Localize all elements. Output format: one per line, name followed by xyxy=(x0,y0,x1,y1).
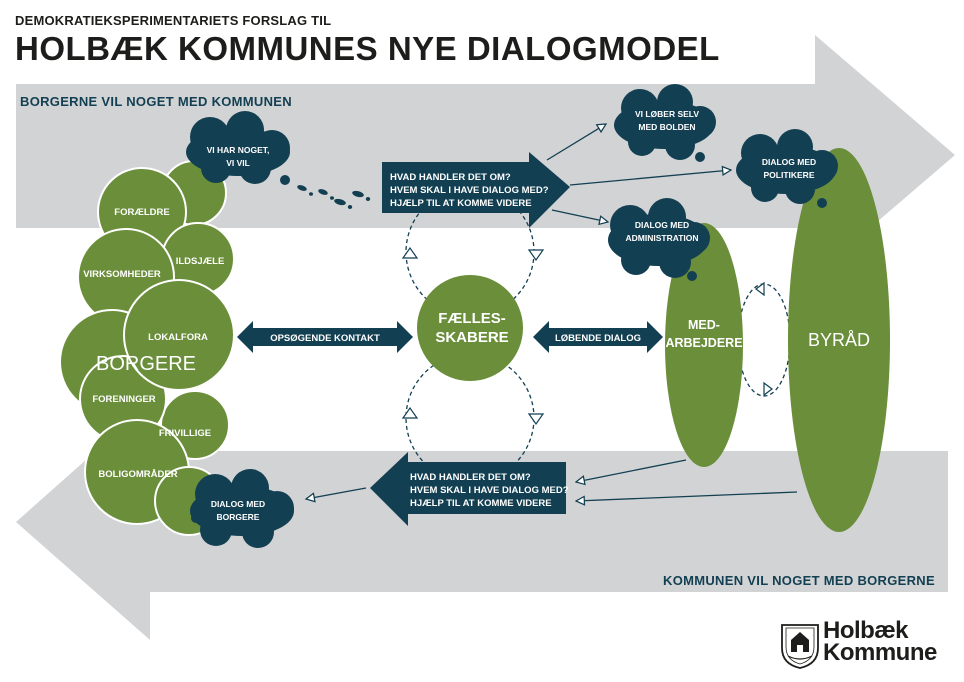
dashed-cycle-right xyxy=(737,283,791,397)
holbaek-crest-icon xyxy=(781,624,819,669)
cloud-vi-har-noget-line1: VI HAR NOGET, xyxy=(207,145,270,155)
questions-bottom-arrow xyxy=(370,452,566,526)
cloud-vi-loeber-line1: VI LØBER SELV xyxy=(635,109,699,119)
cloud-administration-line1: DIALOG MED xyxy=(635,220,689,230)
cloud-borgere-line2: BORGERE xyxy=(217,512,260,522)
cloud-vi-loeber-selv xyxy=(614,84,716,162)
footprints-icon xyxy=(297,185,371,209)
page-title: HOLBÆK KOMMUNES NYE DIALOGMODEL xyxy=(15,30,720,67)
cloud-dialog-administration xyxy=(608,198,710,281)
medarbejdere-ellipse xyxy=(665,223,743,467)
connector-arrow xyxy=(576,491,798,501)
cycle-arrowhead-icon xyxy=(763,381,773,397)
band-label-top: BORGERNE VIL NOGET MED KOMMUNEN xyxy=(20,94,292,109)
cycle-arrowhead-icon xyxy=(755,281,765,297)
group-label-foraeldre: FORÆLDRE xyxy=(114,207,169,218)
center-label-line2: SKABERE xyxy=(435,329,508,346)
connector-arrow xyxy=(546,124,606,161)
medarbejdere-label-line1: MED- xyxy=(688,318,720,332)
group-label-lokalfora: LOKALFORA xyxy=(148,332,208,343)
cloud-dialog-politikere xyxy=(736,129,838,208)
band-label-bottom: KOMMUNEN VIL NOGET MED BORGERNE xyxy=(663,573,935,588)
borgere-label: BORGERE xyxy=(96,353,196,375)
center-label-line1: FÆLLES- xyxy=(438,310,506,327)
question-bottom-1: HVAD HANDLER DET OM? xyxy=(410,472,531,483)
cycle-arrowhead-icon xyxy=(401,246,419,259)
connector-arrow xyxy=(576,459,687,482)
question-top-3: HJÆLP TIL AT KOMME VIDERE xyxy=(390,198,532,209)
questions-top-arrow xyxy=(382,152,570,228)
cycle-arrowhead-icon xyxy=(527,249,545,262)
loebende-dialog-arrow xyxy=(533,321,663,353)
logo-line1: Holbæk xyxy=(823,617,909,644)
cloud-vi-har-noget xyxy=(186,111,290,185)
opsoegende-kontakt-arrow xyxy=(237,321,413,353)
opsoegende-kontakt-label: OPSØGENDE KONTAKT xyxy=(270,333,380,344)
group-label-foreninger: FORENINGER xyxy=(92,394,155,405)
question-top-1: HVAD HANDLER DET OM? xyxy=(390,172,511,183)
cloud-administration-line2: ADMINISTRATION xyxy=(625,233,698,243)
connector-arrow xyxy=(569,170,731,186)
supertitle: DEMOKRATIEKSPERIMENTARIETS FORSLAG TIL xyxy=(15,13,332,28)
cycle-arrowhead-icon xyxy=(401,406,419,419)
group-label-frivillige: FRIVILLIGE xyxy=(159,428,211,439)
byraad-ellipse xyxy=(788,148,890,532)
medarbejdere-label-line2: ARBEJDERE xyxy=(665,336,742,350)
group-label-virksomheder: VIRKSOMHEDER xyxy=(83,269,161,280)
cloud-politikere-line2: POLITIKERE xyxy=(763,170,814,180)
question-bottom-2: HVEM SKAL I HAVE DIALOG MED? xyxy=(410,485,569,496)
cloud-vi-har-noget-line2: VI VIL xyxy=(226,158,250,168)
loebende-dialog-label: LØBENDE DIALOG xyxy=(555,333,641,344)
top-band-arrow xyxy=(16,35,955,275)
byraad-label: BYRÅD xyxy=(808,330,870,350)
question-bottom-3: HJÆLP TIL AT KOMME VIDERE xyxy=(410,498,552,509)
group-label-ildsjaele: ILDSJÆLE xyxy=(176,256,225,267)
bottom-band-arrow xyxy=(16,403,948,640)
connector-arrow xyxy=(551,209,608,222)
logo-line2: Kommune xyxy=(823,639,937,666)
cloud-dialog-borgere xyxy=(190,469,294,548)
cloud-vi-loeber-line2: MED BOLDEN xyxy=(638,122,695,132)
logo-wordmark: Holbæk Kommune xyxy=(823,617,937,666)
cloud-politikere-line1: DIALOG MED xyxy=(762,157,816,167)
cycle-arrowhead-icon xyxy=(527,413,545,426)
citizen-circle-lokalfora xyxy=(123,279,235,391)
cloud-borgere-line1: DIALOG MED xyxy=(211,499,265,509)
question-top-2: HVEM SKAL I HAVE DIALOG MED? xyxy=(390,185,549,196)
faellesskabere-circle xyxy=(417,275,523,381)
group-label-boligomraader: BOLIGOMRÅDER xyxy=(98,469,177,480)
connector-arrow xyxy=(306,487,367,499)
